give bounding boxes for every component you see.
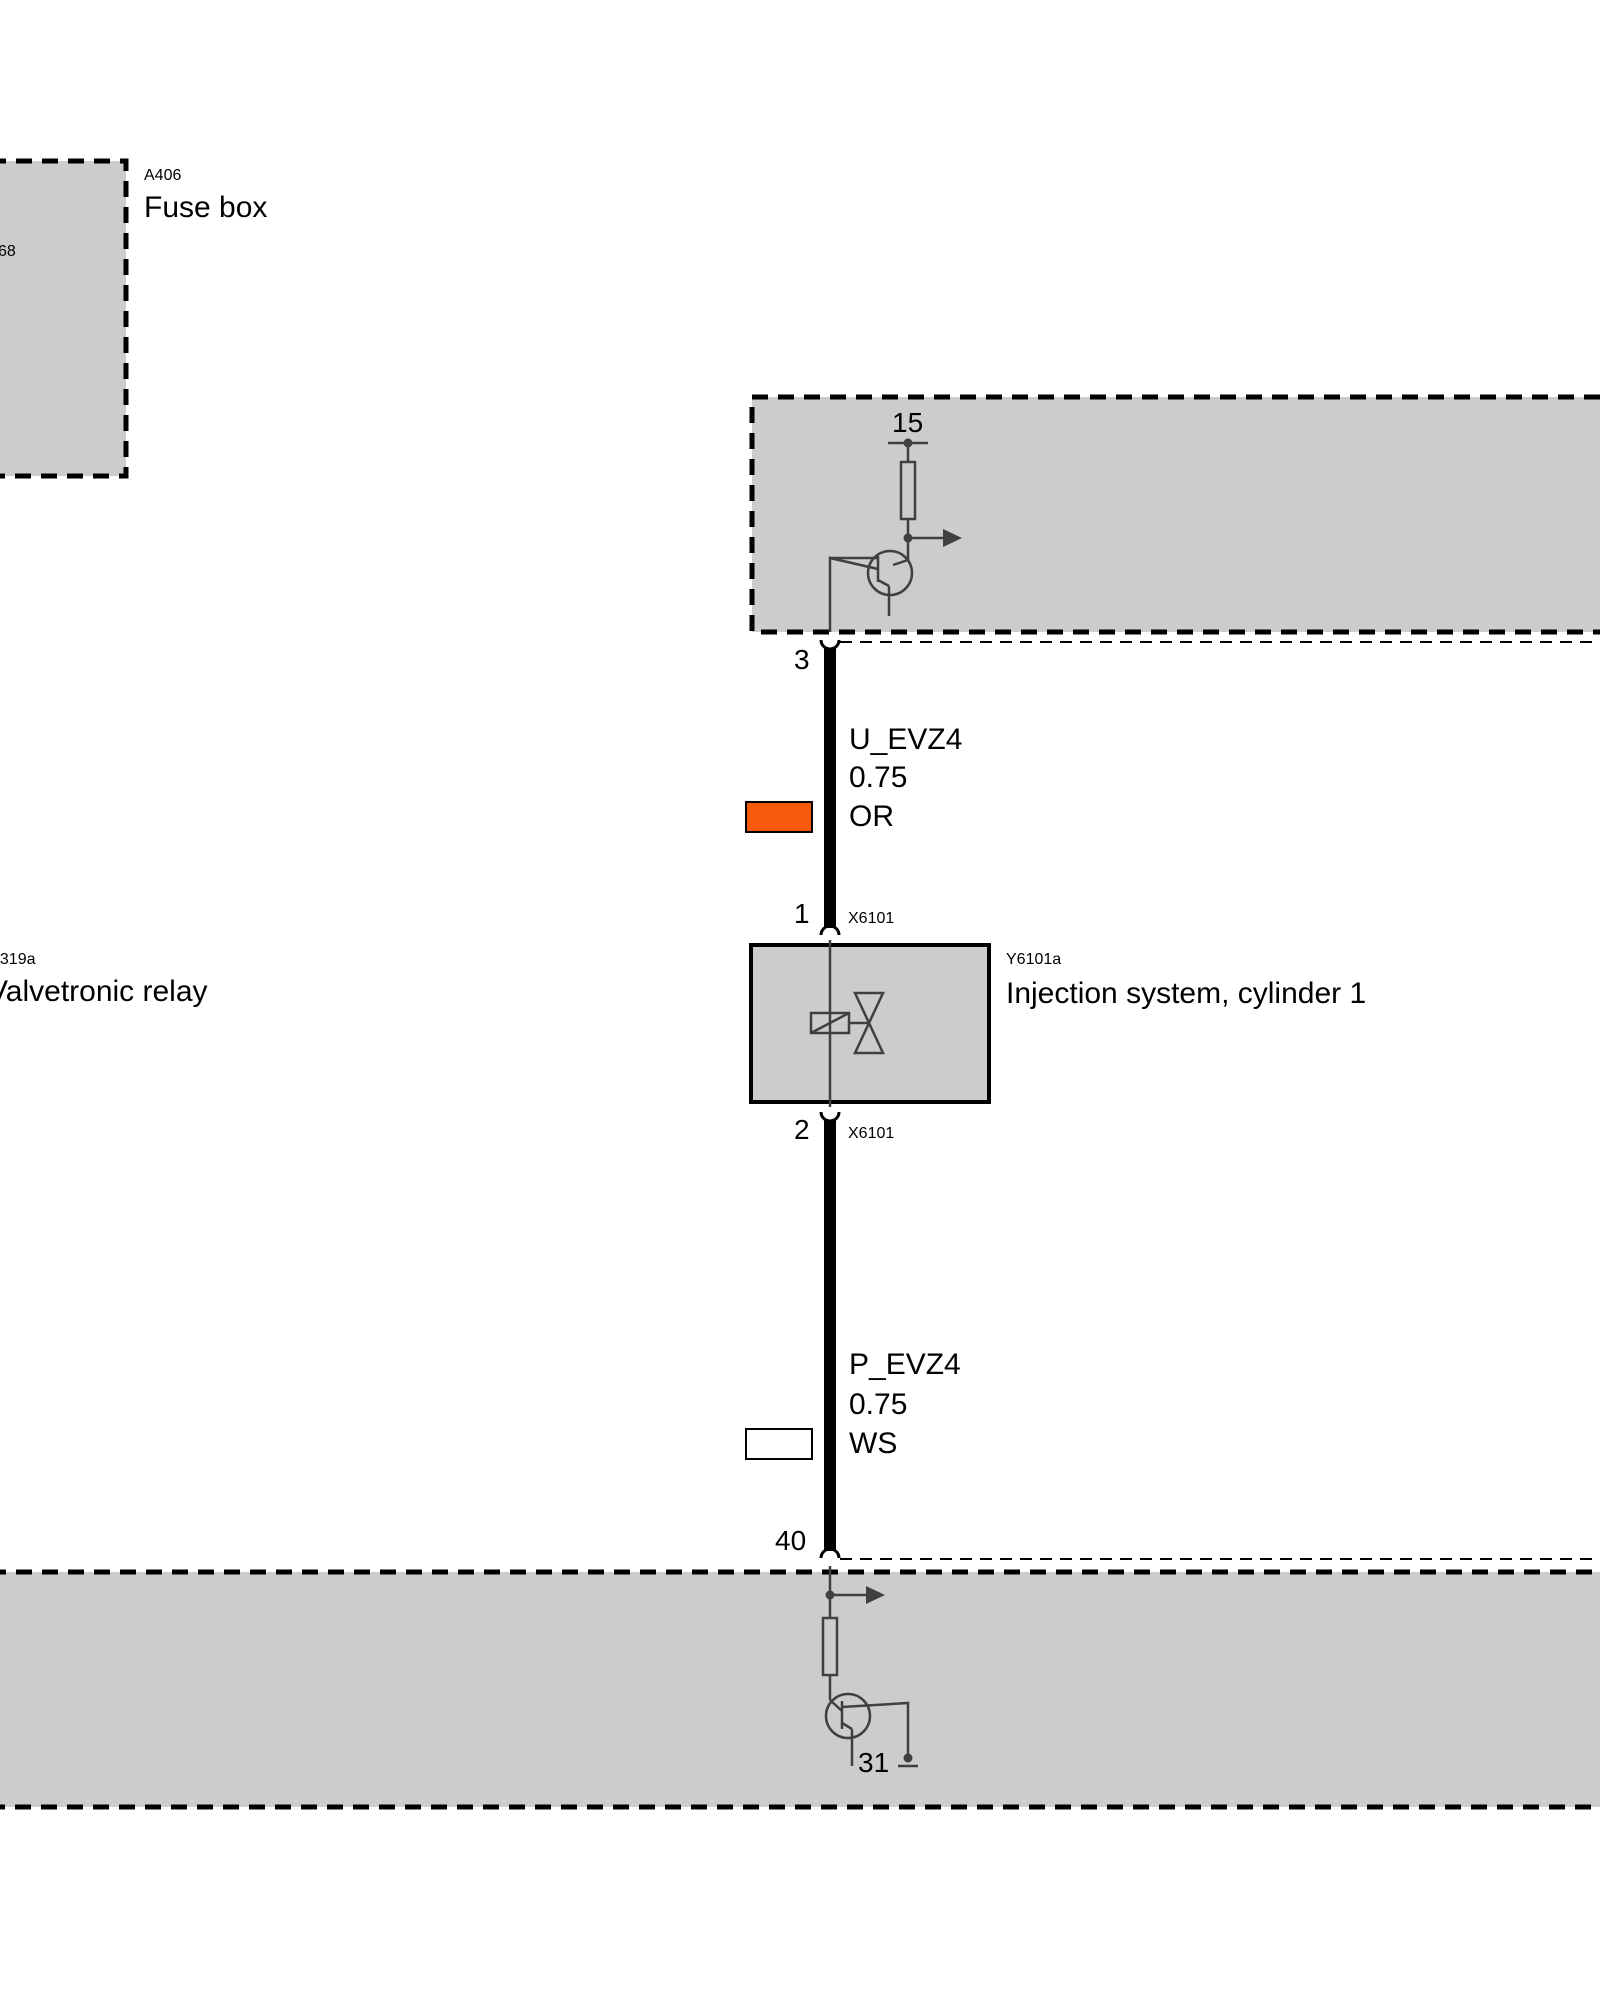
injector-component[interactable] [749,940,991,1107]
pin-2-label: 2 [794,1114,810,1145]
terminal-15-label: 15 [892,407,923,438]
wire-p-evz4-cross-section: 0.75 [849,1388,907,1421]
pin-3-connector-icon [819,639,841,651]
valve-icon [853,991,885,1055]
input-arrow-icon [866,1586,885,1604]
wire-u-evz4[interactable] [819,639,841,936]
terminal-31-label: 31 [858,1747,889,1778]
fuse-box-outline [0,158,129,479]
wire-p-evz4-color-swatch [745,1428,813,1460]
transistor-icon [828,538,914,632]
wire-u-evz4-cross-section: 0.75 [849,761,907,794]
lower-control-module[interactable]: 31 [0,1566,1600,1810]
fuse-box-name: Fuse box [144,191,267,224]
connector-x6101-bottom-label: X6101 [848,1125,894,1142]
fuse-box-partial-pin-label: 68 [0,243,16,260]
pin-1-connector-icon [819,924,841,936]
injector-id: Y6101a [1006,951,1061,968]
pin-40-label: 40 [775,1525,806,1556]
upper-control-module[interactable]: 15 [749,394,1600,635]
lower-module-outline [0,1569,1600,1810]
valvetronic-relay-name: Valvetronic relay [0,975,208,1008]
pin-2-connector-icon [819,1111,841,1123]
output-arrow-icon [943,529,962,547]
upper-module-outline [749,394,1600,635]
pin-40-connector-icon [819,1547,841,1559]
wire-u-evz4-color-code: OR [849,800,894,833]
wire-p-evz4-color-code: WS [849,1427,897,1460]
wire-u-evz4-color-swatch [745,801,813,833]
pin-3-label: 3 [794,644,810,675]
wire-u-evz4-signal: U_EVZ4 [849,723,962,756]
connector-x6101-top-label: X6101 [848,910,894,927]
solenoid-coil-diagonal [810,1011,850,1035]
injector-name: Injection system, cylinder 1 [1006,977,1366,1010]
wire-p-evz4[interactable] [819,1111,841,1559]
fuse-box-id: A406 [144,167,181,184]
wire-p-evz4-signal: P_EVZ4 [849,1348,961,1381]
pin-1-label: 1 [794,898,810,929]
fuse-box[interactable]: 68 [0,158,129,479]
ground-node [903,1753,913,1763]
valvetronic-relay-id: 6319a [0,951,36,968]
lower-transistor-icon [824,1692,910,1766]
